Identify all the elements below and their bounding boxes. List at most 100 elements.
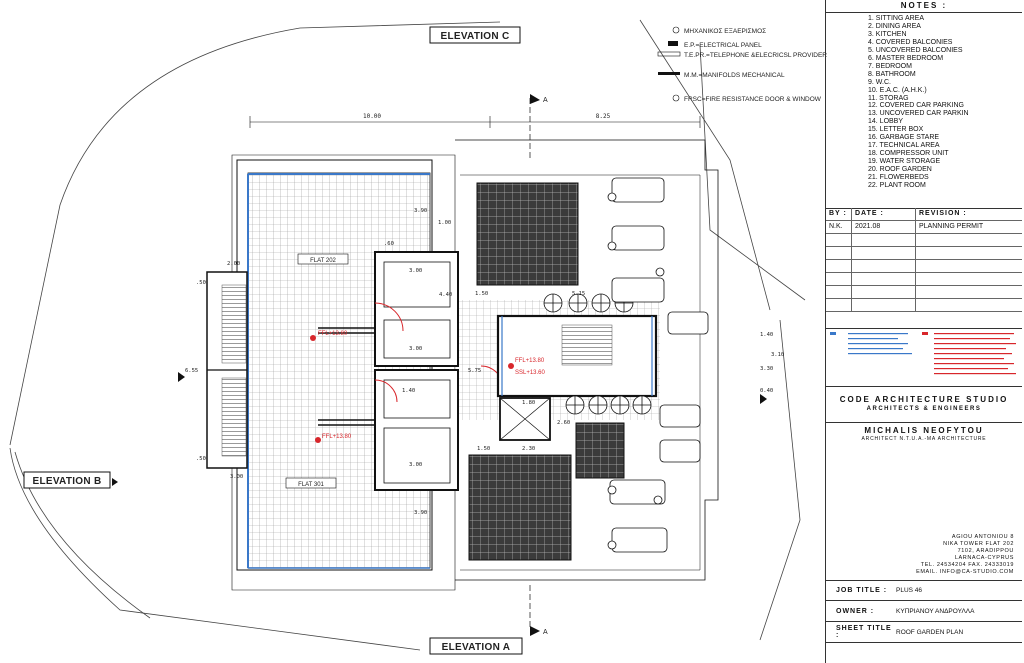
note-item: 19. WATER STORAGE xyxy=(868,158,941,166)
elevation-c-label: ELEVATION C xyxy=(429,26,521,44)
note-item: 12. COVERED CAR PARKING xyxy=(868,102,964,110)
svg-text:3.10: 3.10 xyxy=(771,352,784,358)
section-marker-side xyxy=(112,372,767,486)
note-item: 3. KITCHEN xyxy=(868,30,907,38)
address-line: AGIOU ANTONIOU 8 xyxy=(951,534,1014,540)
note-item: 5. UNCOVERED BALCONIES xyxy=(868,46,963,54)
pv-array-small xyxy=(575,422,625,479)
svg-text:2.30: 2.30 xyxy=(522,446,535,452)
svg-text:8.25: 8.25 xyxy=(596,113,611,120)
svg-text:ΜΗΧΑΝΙΚΟΣ ΕΞΑΕΡΙΣΜΟΣ: ΜΗΧΑΝΙΚΟΣ ΕΞΑΕΡΙΣΜΟΣ xyxy=(684,28,766,35)
notes-title: NOTES : xyxy=(826,0,1022,13)
svg-text:SSL+13.60: SSL+13.60 xyxy=(515,370,546,376)
note-item: 2. DINING AREA xyxy=(868,22,921,30)
top-dimension-line: 10.00 8.25 xyxy=(249,113,701,128)
owner-label: OWNER : xyxy=(836,607,875,615)
svg-text:FFL+13.80: FFL+13.80 xyxy=(322,434,352,440)
svg-text:.50: .50 xyxy=(196,280,206,286)
address-line: 7102, ARADIPPOU xyxy=(957,548,1014,554)
svg-text:A: A xyxy=(543,97,548,104)
svg-text:6.55: 6.55 xyxy=(185,368,198,374)
revision-row-empty xyxy=(826,299,1022,312)
job-title-label: JOB TITLE : xyxy=(836,586,888,594)
svg-text:1.40: 1.40 xyxy=(402,388,415,394)
dimension-labels: 3.90 1.00 .60 2.00 3.00 4.40 1.50 5.15 3… xyxy=(185,208,784,516)
note-item: 6. MASTER BEDROOM xyxy=(868,54,944,62)
notes-list: 1. SITTING AREA 2. DINING AREA 3. KITCHE… xyxy=(826,12,1022,209)
job-title-row: JOB TITLE : PLUS 46 xyxy=(826,580,1022,601)
note-item: 10. E.A.C. (A.H.K.) xyxy=(868,86,927,94)
stair-west xyxy=(206,271,248,469)
rev-by-header: BY : xyxy=(826,208,852,220)
level-legend-graphic xyxy=(830,332,1016,375)
svg-text:2.00: 2.00 xyxy=(227,261,240,267)
revision-header: BY : DATE : REVISION : xyxy=(826,208,1022,221)
level-marker-b: FFL+13.80 xyxy=(315,434,352,443)
note-item: 17. TECHNICAL AREA xyxy=(868,142,940,150)
svg-text:A: A xyxy=(543,629,548,636)
architect-sub: ARCHITECT N.T.U.A.-MA ARCHITECTURE xyxy=(861,436,987,442)
flat-202-label: FLAT 202 xyxy=(297,253,349,265)
level-marker-c: FFL+13.80 SSL+13.60 xyxy=(508,358,546,376)
level-legend xyxy=(826,328,1022,387)
studio-sub: ARCHITECTS & ENGINEERS xyxy=(866,406,982,412)
studio-block: CODE ARCHITECTURE STUDIO ARCHITECTS & EN… xyxy=(826,386,1022,423)
core-stair-east xyxy=(496,314,658,398)
svg-text:5.15: 5.15 xyxy=(572,291,585,297)
lift-shaft xyxy=(499,397,551,441)
flat-301-label: FLAT 301 xyxy=(285,477,337,489)
address-line: EMAIL. INFO@CA-STUDIO.COM xyxy=(916,569,1014,575)
note-item: 20. ROOF GARDEN xyxy=(868,166,932,174)
note-item: 7. BEDROOM xyxy=(868,62,912,70)
sheet-title-value: ROOF GARDEN PLAN xyxy=(896,628,964,636)
revision-row-empty xyxy=(826,286,1022,299)
title-block: NOTES : 1. SITTING AREA 2. DINING AREA 3… xyxy=(825,0,1022,663)
rev-date: 2021.08 xyxy=(852,221,916,233)
note-item: 18. COMPRESSOR UNIT xyxy=(868,150,949,158)
svg-text:FLAT 202: FLAT 202 xyxy=(310,258,336,264)
note-item: 22. PLANT ROOM xyxy=(868,182,926,190)
svg-text:ELEVATION A: ELEVATION A xyxy=(442,642,511,653)
svg-text:0.40: 0.40 xyxy=(760,388,773,394)
svg-text:3.00: 3.00 xyxy=(409,462,422,468)
architect-name: MICHALIS NEOFYTOU xyxy=(864,426,984,435)
architect-block: MICHALIS NEOFYTOU ARCHITECT N.T.U.A.-MA … xyxy=(826,422,1022,581)
sheet-title-row: SHEET TITLE : ROOF GARDEN PLAN xyxy=(826,622,1022,643)
symbol-legend: ΜΗΧΑΝΙΚΟΣ ΕΞΑΕΡΙΣΜΟΣ E.P.=ELECTRICAL PAN… xyxy=(657,26,827,103)
svg-text:1.50: 1.50 xyxy=(475,291,488,297)
svg-text:FFL+13.80: FFL+13.80 xyxy=(515,358,545,364)
svg-text:1.50: 1.50 xyxy=(477,446,490,452)
svg-text:10.00: 10.00 xyxy=(363,113,381,120)
owner-row: OWNER : ΚΥΠΡΙΑΝΟΥ ΑΝΔΡΟΥΛΛΑ xyxy=(826,601,1022,622)
svg-text:3.90: 3.90 xyxy=(414,510,427,516)
revision-row-empty xyxy=(826,273,1022,286)
revision-table: BY : DATE : REVISION : N.K. 2021.08 PLAN… xyxy=(826,208,1022,329)
svg-text:2.60: 2.60 xyxy=(557,420,570,426)
svg-text:1.00: 1.00 xyxy=(438,220,451,226)
rev-by: N.K. xyxy=(826,221,852,233)
compressor-units-lower xyxy=(565,395,652,415)
job-title-value: PLUS 46 xyxy=(896,586,923,594)
svg-text:5.75: 5.75 xyxy=(468,368,481,374)
svg-text:1.40: 1.40 xyxy=(760,332,773,338)
note-item: 21. FLOWERBEDS xyxy=(868,174,929,182)
elevation-a-label: ELEVATION A xyxy=(429,637,523,655)
note-item: 16. GARBAGE STARE xyxy=(868,134,940,142)
svg-text:M.M.=MANIFOLDS MECHANICAL: M.M.=MANIFOLDS MECHANICAL xyxy=(684,72,785,79)
svg-text:4.40: 4.40 xyxy=(439,292,452,298)
studio-address: AGIOU ANTONIOU 8 NIKA TOWER FLAT 202 710… xyxy=(916,534,1014,576)
job-block: JOB TITLE : PLUS 46 OWNER : ΚΥΠΡΙΑΝΟΥ ΑΝ… xyxy=(826,580,1022,663)
sheet-title-label: SHEET TITLE : xyxy=(836,625,892,639)
note-item: 15. LETTER BOX xyxy=(868,126,924,134)
elevation-b-label: ELEVATION B xyxy=(23,471,111,489)
room-lower xyxy=(374,369,459,491)
svg-text:ELEVATION C: ELEVATION C xyxy=(440,31,509,42)
revision-row-empty xyxy=(826,234,1022,247)
svg-text:FLAT 301: FLAT 301 xyxy=(298,482,324,488)
svg-text:ELEVATION B: ELEVATION B xyxy=(32,476,101,487)
svg-text:T.E.PR.=TELEPHONE &ELECRICSL P: T.E.PR.=TELEPHONE &ELECRICSL PROVIDER xyxy=(684,52,827,59)
address-line: LARNACA-CYPRUS xyxy=(954,555,1014,561)
level-marker-a: FFL+13.80 xyxy=(310,331,348,341)
note-item: 14. LOBBY xyxy=(868,118,904,126)
